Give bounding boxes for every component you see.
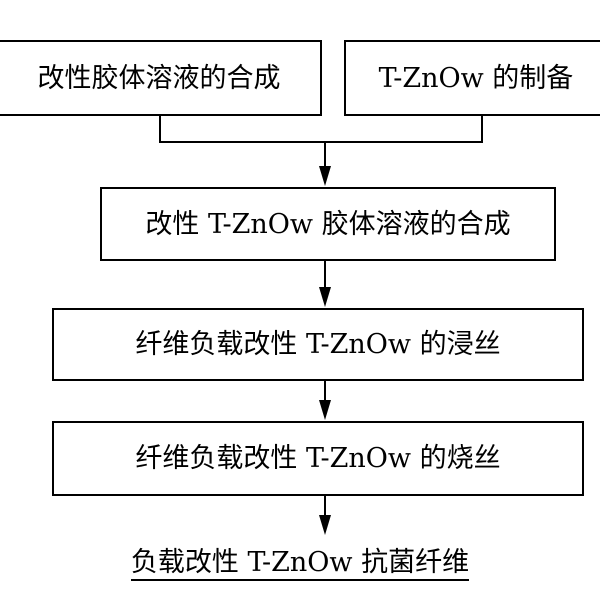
step-modified-tznow-colloid-synthesis: 改性 T-ZnOw 胶体溶液的合成 [100, 187, 556, 261]
step-label: 改性胶体溶液的合成 [37, 62, 281, 94]
merge-bracket [159, 116, 483, 143]
step-label: 纤维负载改性 T-ZnOw 的烧丝 [135, 443, 501, 474]
result-product: 负载改性 T-ZnOw 抗菌纤维 [0, 547, 600, 581]
arrow-1-head [319, 166, 331, 186]
arrow-2-head [319, 287, 331, 307]
arrow-4-head [319, 515, 331, 535]
step-label: 纤维负载改性 T-ZnOw 的浸丝 [135, 329, 501, 360]
step-tznow-preparation: T-ZnOw 的制备 [344, 40, 600, 116]
step-label: 改性 T-ZnOw 胶体溶液的合成 [145, 208, 511, 240]
step-fiber-firing: 纤维负载改性 T-ZnOw 的烧丝 [52, 421, 584, 496]
result-label: 负载改性 T-ZnOw 抗菌纤维 [130, 547, 470, 581]
step-label: T-ZnOw 的制备 [378, 62, 574, 94]
step-modified-colloid-synthesis: 改性胶体溶液的合成 [0, 40, 322, 116]
arrow-3-head [319, 400, 331, 420]
step-fiber-dipping: 纤维负载改性 T-ZnOw 的浸丝 [52, 308, 584, 381]
